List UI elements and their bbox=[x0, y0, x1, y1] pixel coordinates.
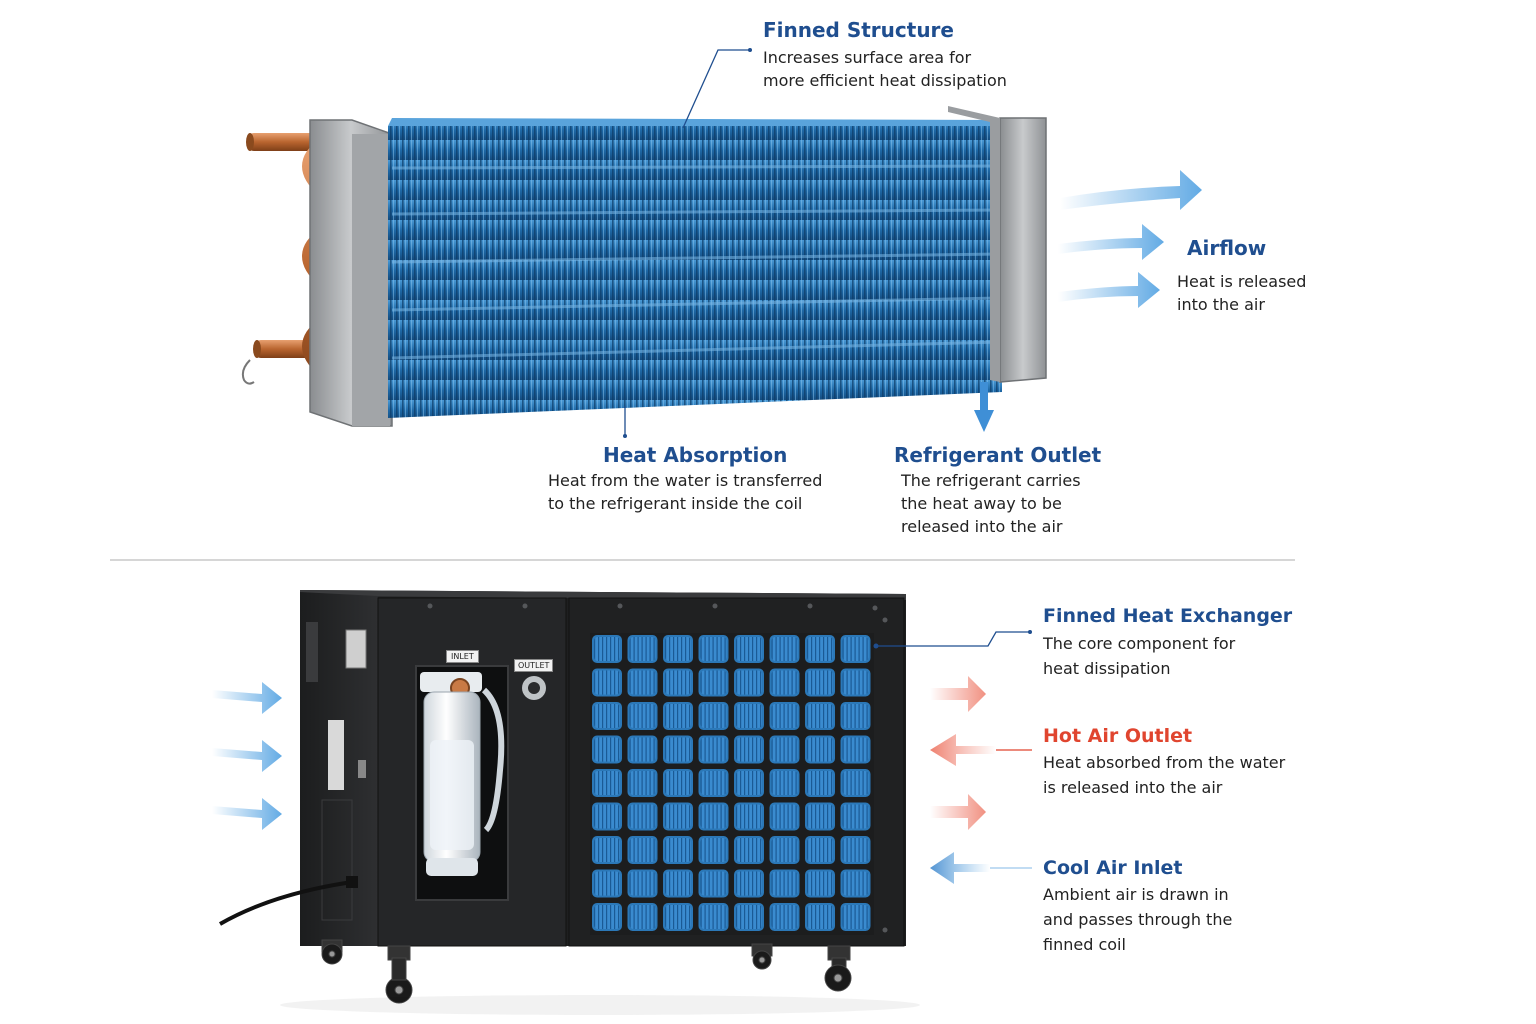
heat-absorption-body: Heat from the water is transferred to th… bbox=[548, 471, 823, 513]
cool-air-inlet-title: Cool Air Inlet bbox=[1043, 857, 1183, 879]
coil-left-plate bbox=[309, 119, 393, 427]
refrigerant-outlet-title: Refrigerant Outlet bbox=[894, 443, 1102, 467]
cool-intake-arrows bbox=[212, 682, 282, 830]
hot-air-outlet-body: Heat absorbed from the water is released… bbox=[1043, 753, 1286, 797]
hot-air-outlet-title: Hot Air Outlet bbox=[1043, 725, 1193, 747]
cool-air-inlet-body: Ambient air is drawn in and passes throu… bbox=[1043, 885, 1233, 954]
heat-absorption-title: Heat Absorption bbox=[603, 443, 788, 467]
cool-inlet-arrow bbox=[930, 852, 1032, 884]
hot-outlet-arrows bbox=[930, 676, 1032, 830]
coil-right-plate bbox=[948, 106, 1047, 383]
finned-heat-exchanger-leader bbox=[876, 631, 1030, 647]
airflow-body: Heat is released into the air bbox=[1177, 272, 1307, 314]
chiller-cabinet bbox=[219, 590, 906, 947]
refrigerant-outlet-body: The refrigerant carries the heat away to… bbox=[901, 471, 1081, 536]
finned-structure-title: Finned Structure bbox=[763, 18, 954, 42]
refrigerant-outlet-arrow bbox=[974, 382, 994, 432]
inlet-tag: INLET bbox=[446, 650, 479, 663]
finned-heat-exchanger-title: Finned Heat Exchanger bbox=[1043, 605, 1293, 627]
finned-structure-leader bbox=[682, 49, 750, 129]
casters bbox=[321, 939, 852, 1004]
airflow-arrows bbox=[1058, 170, 1202, 308]
airflow-title: Airflow bbox=[1187, 236, 1267, 260]
finned-structure-body: Increases surface area for more efficien… bbox=[763, 48, 1007, 90]
outlet-tag: OUTLET bbox=[514, 659, 554, 672]
finned-heat-exchanger-body: The core component for heat dissipation bbox=[1043, 634, 1236, 678]
coil-fin-block bbox=[388, 118, 1006, 418]
